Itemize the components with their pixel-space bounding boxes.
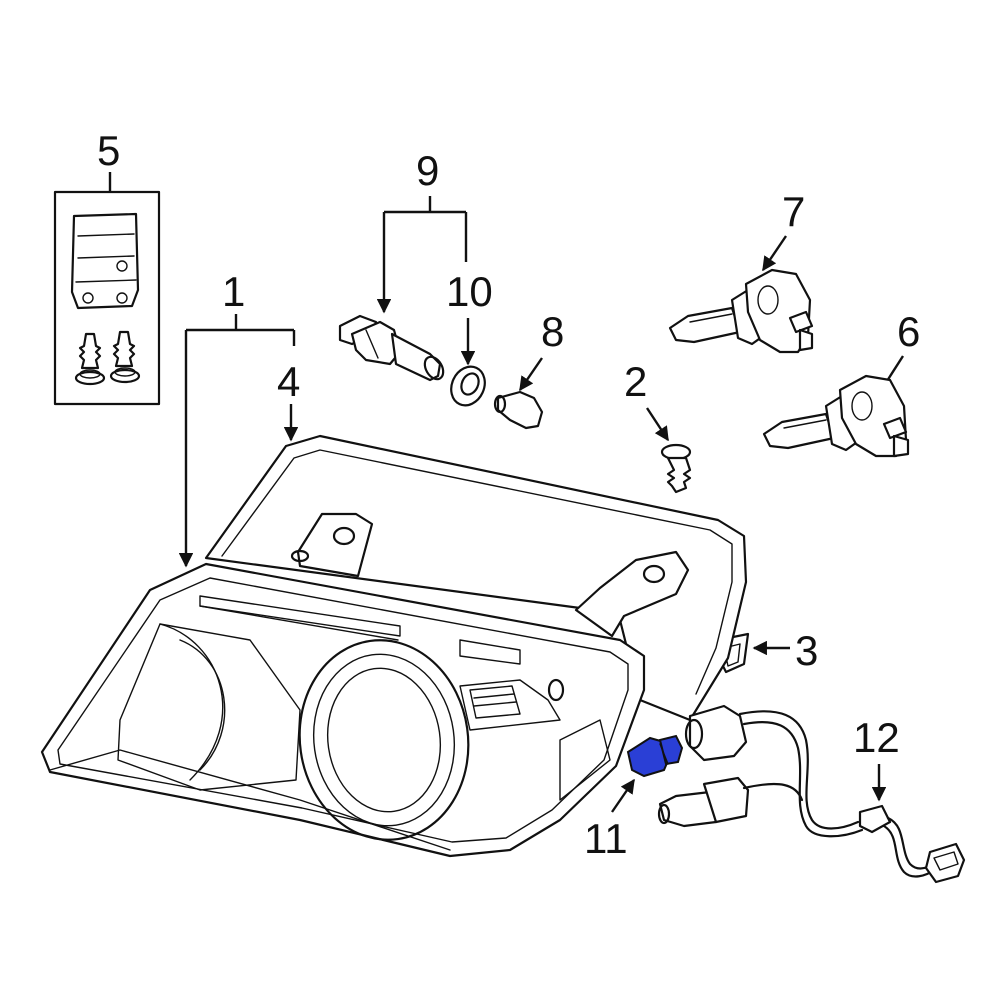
part-7-headlight-bulb bbox=[668, 268, 814, 354]
callout-10[interactable]: 10 bbox=[446, 268, 493, 315]
callout-5[interactable]: 5 bbox=[97, 127, 120, 174]
part-2-screw bbox=[660, 443, 692, 494]
callout-11[interactable]: 11 bbox=[584, 815, 628, 862]
part-6-headlight-bulb bbox=[762, 374, 910, 458]
callout-4[interactable]: 4 bbox=[277, 358, 300, 405]
callout-12[interactable]: 12 bbox=[853, 714, 900, 761]
callout-7[interactable]: 7 bbox=[782, 188, 805, 235]
callout-9[interactable]: 9 bbox=[416, 147, 439, 194]
part-4-headlamp-housing bbox=[204, 434, 748, 722]
part-8-small-bulb bbox=[493, 390, 544, 430]
callout-8[interactable]: 8 bbox=[541, 308, 564, 355]
leader-lines bbox=[108, 172, 905, 813]
part-12-wiring-harness bbox=[657, 704, 966, 884]
callout-2[interactable]: 2 bbox=[624, 358, 647, 405]
part-1-headlamp-assembly bbox=[40, 562, 646, 858]
callout-1[interactable]: 1 bbox=[222, 268, 245, 315]
part-9-bulb-socket bbox=[338, 314, 445, 382]
part-5-bracket-kit bbox=[53, 190, 161, 406]
part-11-bulb-highlighted[interactable] bbox=[626, 734, 684, 778]
callout-3[interactable]: 3 bbox=[795, 627, 818, 674]
callout-6[interactable]: 6 bbox=[897, 308, 920, 355]
part-10-grommet bbox=[450, 365, 486, 407]
